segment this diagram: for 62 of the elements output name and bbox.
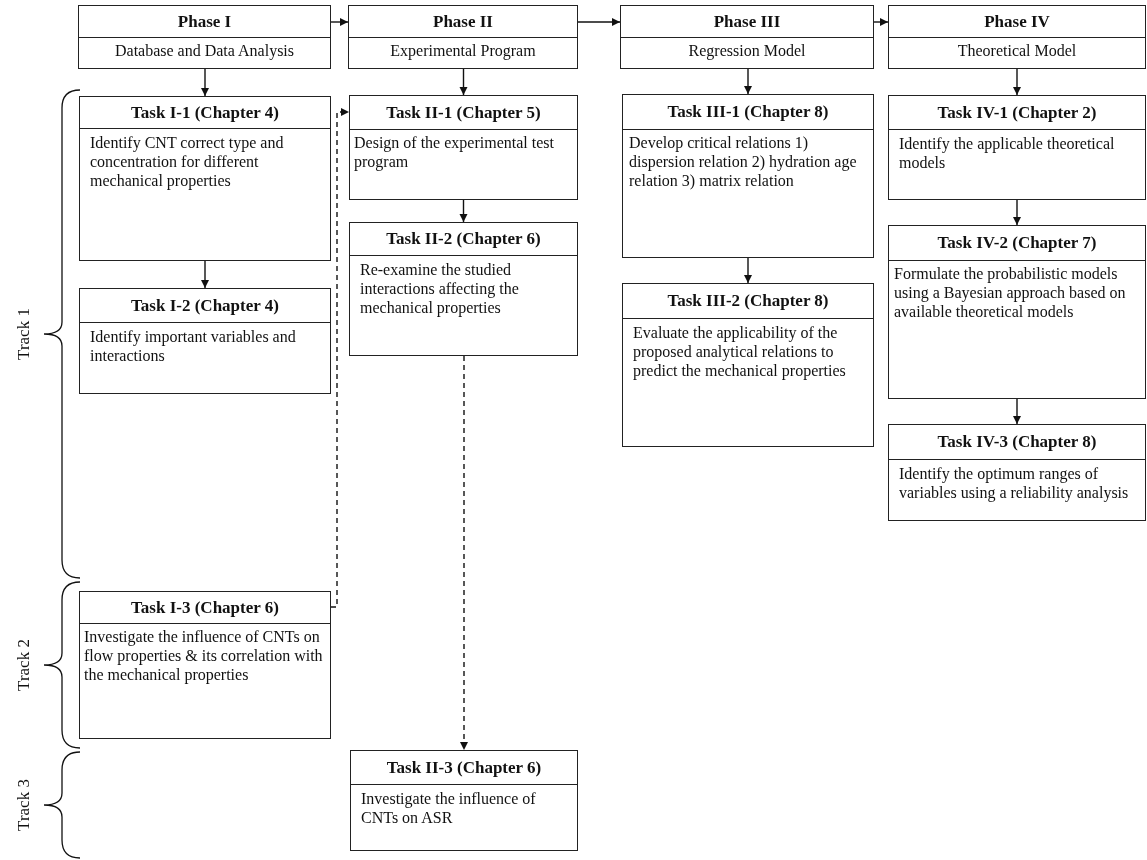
- task-box: [622, 283, 874, 447]
- track-label: Track 3: [13, 779, 34, 831]
- task-title: Task III-1 (Chapter 8): [623, 95, 873, 130]
- arrow: [459, 199, 468, 223]
- phase-title: Phase I: [79, 6, 330, 38]
- task-box: [349, 95, 578, 200]
- task-description: Identify the applicable theoretical models: [898, 134, 1116, 173]
- phase-title: Phase IV: [889, 6, 1145, 38]
- task-description: Identify CNT correct type and concentration for different mechanical properties: [89, 133, 285, 192]
- phase-box: [348, 5, 578, 69]
- phase-title: Phase III: [621, 6, 873, 38]
- task-box: [888, 95, 1146, 200]
- task-title: Task III-2 (Chapter 8): [623, 284, 873, 319]
- phase-title: Phase II: [349, 6, 577, 38]
- arrow: [744, 68, 752, 95]
- phase-subtitle: Database and Data Analysis: [113, 41, 296, 62]
- track-label: Track 2: [13, 639, 34, 691]
- dashed-arrow: [330, 108, 350, 608]
- arrow: [1013, 199, 1021, 226]
- task-title: Task IV-2 (Chapter 7): [889, 226, 1145, 261]
- phase-subtitle: Regression Model: [687, 41, 807, 62]
- task-description: Investigate the influence of CNTs on ASR: [360, 789, 537, 828]
- task-description: Evaluate the applicability of the proposed analytical relations to predict the mechanical properties: [632, 323, 847, 382]
- arrow: [744, 257, 752, 284]
- task-description: Develop critical relations 1) dispersion relation 2) hydration age relation 3) matrix relation: [628, 133, 858, 192]
- task-box: [622, 94, 874, 258]
- phase-box: [888, 5, 1146, 69]
- task-box: [888, 424, 1146, 521]
- track-label: Track 1: [13, 308, 34, 360]
- phase-subtitle: Experimental Program: [389, 41, 537, 62]
- task-box: [79, 288, 331, 394]
- task-description: Formulate the probabilistic models using a Bayesian approach based on available theoretical models: [893, 264, 1127, 322]
- task-description: Investigate the influence of CNTs on flow properties & its correlation with the mechanical properties: [83, 627, 324, 686]
- task-box: [349, 222, 578, 356]
- task-title: Task I-3 (Chapter 6): [80, 592, 330, 624]
- phase-box: [620, 5, 874, 69]
- task-title: Task IV-3 (Chapter 8): [889, 425, 1145, 460]
- task-description: Identify the optimum ranges of variables using a reliability analysis: [898, 464, 1130, 504]
- phase-subtitle: Theoretical Model: [956, 41, 1078, 61]
- task-description: Identify important variables and interactions: [89, 327, 297, 366]
- task-box: [888, 225, 1146, 399]
- arrow: [201, 260, 209, 289]
- arrow: [577, 18, 621, 26]
- arrow: [201, 68, 209, 97]
- arrow: [1013, 398, 1021, 425]
- task-description: Design of the experimental test program: [353, 133, 555, 173]
- task-title: Task IV-1 (Chapter 2): [889, 96, 1145, 130]
- task-box: [350, 750, 578, 851]
- task-title: Task I-2 (Chapter 4): [80, 289, 330, 323]
- dashed-arrow: [460, 355, 468, 751]
- phase-box: [78, 5, 331, 69]
- arrow: [330, 18, 349, 26]
- task-title: Task II-3 (Chapter 6): [351, 751, 577, 785]
- task-description: Re-examine the studied interactions affecting the mechanical properties: [359, 260, 520, 319]
- task-title: Task II-2 (Chapter 6): [350, 223, 577, 256]
- arrow: [459, 68, 468, 96]
- task-box: [79, 96, 331, 261]
- task-title: Task I-1 (Chapter 4): [80, 97, 330, 129]
- task-title: Task II-1 (Chapter 5): [350, 96, 577, 130]
- arrow: [1013, 68, 1021, 96]
- task-box: [79, 591, 331, 739]
- arrow: [873, 18, 889, 26]
